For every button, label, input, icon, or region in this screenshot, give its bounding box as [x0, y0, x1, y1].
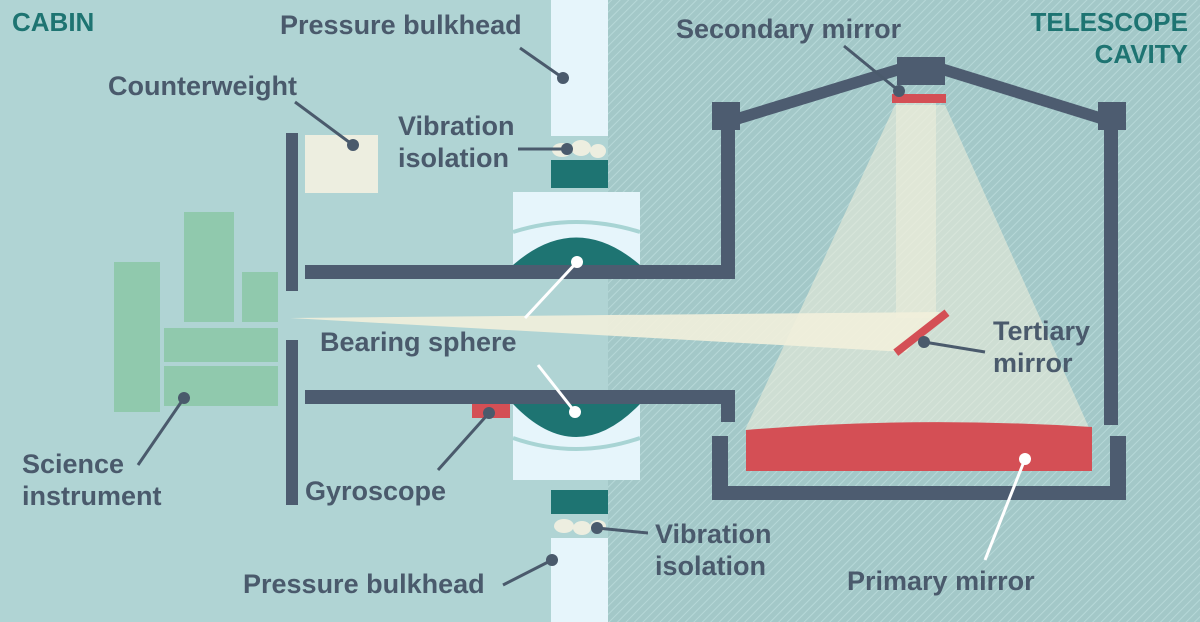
- science-instrument-label-line2: instrument: [22, 481, 162, 511]
- light-beam-horizontal: [290, 312, 940, 352]
- pressure-bulkhead-bottom-label: Pressure bulkhead: [243, 569, 485, 599]
- telescope-frame: [305, 57, 1126, 500]
- mounting-plate-lower: [286, 340, 298, 505]
- pressure-bulkhead-upper: [551, 0, 608, 136]
- isolation-mount-bottom: [551, 490, 608, 514]
- bearing-sphere-label: Bearing sphere: [320, 327, 517, 357]
- tertiary-mirror-label-line1: Tertiary: [993, 316, 1090, 346]
- vibration-isolation-bottom-label-line1: Vibration: [655, 519, 772, 549]
- vibration-isolation-top-label-line2: isolation: [398, 143, 509, 173]
- vibration-isolation-bottom-label-line2: isolation: [655, 551, 766, 581]
- pressure-bulkhead-lower: [551, 538, 608, 622]
- light-beam-vertical: [896, 103, 936, 318]
- tertiary-mirror-label-line2: mirror: [993, 348, 1073, 378]
- gyroscope-label: Gyroscope: [305, 476, 446, 506]
- pressure-bulkhead-top-label: Pressure bulkhead: [280, 10, 522, 40]
- tertiary-mirror: [893, 309, 950, 356]
- telescope-cavity-title-line2: CAVITY: [1095, 39, 1188, 69]
- bearing-sphere-lower-edge: [512, 436, 641, 451]
- cabin-title: CABIN: [12, 7, 94, 37]
- science-instrument-label-line1: Science: [22, 449, 124, 479]
- science-instrument: [114, 212, 278, 412]
- primary-mirror-label: Primary mirror: [847, 566, 1035, 596]
- counterweight-label: Counterweight: [108, 71, 297, 101]
- vibration-isolation-top-label-line1: Vibration: [398, 111, 515, 141]
- secondary-mirror: [892, 94, 946, 103]
- bearing-sphere-upper: [513, 237, 640, 265]
- isolation-mount-top: [551, 160, 608, 188]
- bearing-sphere-lower: [513, 404, 640, 437]
- bearing-sphere-upper-edge: [512, 220, 641, 234]
- primary-mirror: [746, 422, 1092, 471]
- secondary-mirror-label: Secondary mirror: [676, 14, 902, 44]
- telescope-cavity-title-line1: TELESCOPE: [1031, 7, 1188, 37]
- mounting-plate-upper: [286, 133, 298, 291]
- counterweight: [305, 135, 378, 193]
